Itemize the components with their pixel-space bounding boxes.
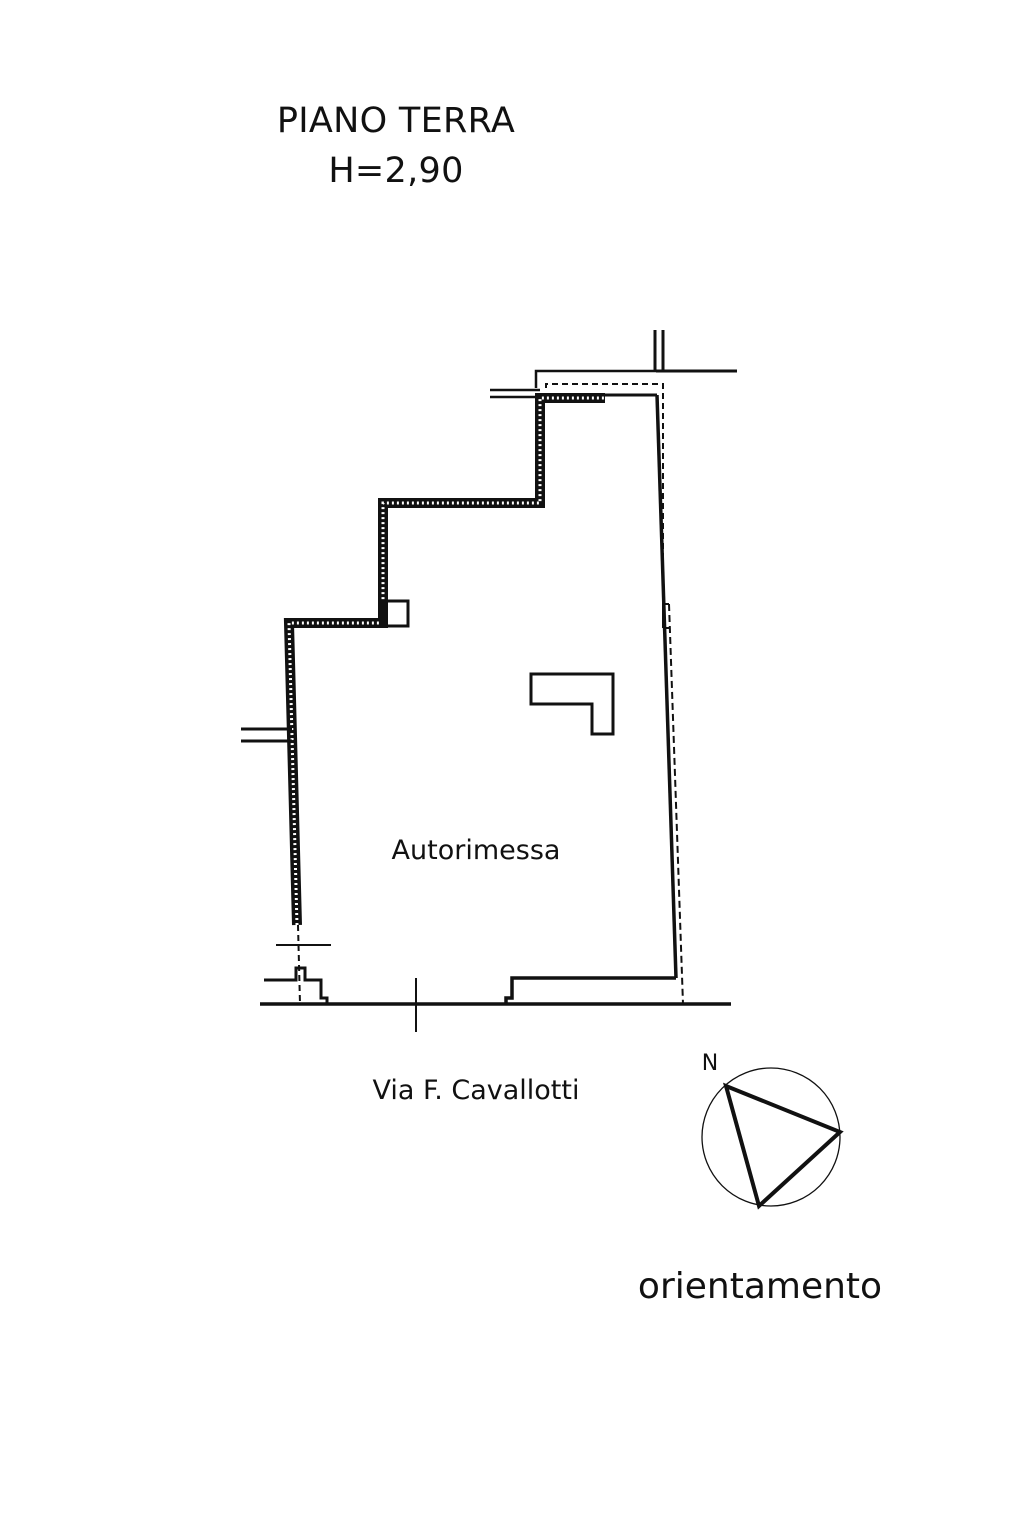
l-shaped-column <box>529 672 615 736</box>
compass-north-label: N <box>701 1051 719 1076</box>
pillar-square <box>381 599 410 628</box>
compass-caption: orientamento <box>637 1266 883 1307</box>
north-wall-stub <box>490 388 540 399</box>
west-wall-projection <box>276 924 331 1005</box>
room-label: Autorimessa <box>391 835 561 866</box>
title-block: PIANO TERRA H=2,90 <box>246 96 546 196</box>
south-wall-segment <box>504 976 676 1004</box>
west-wall-stub <box>241 727 292 743</box>
street-label: Via F. Cavallotti <box>372 1075 580 1106</box>
compass-triangle <box>722 1082 844 1210</box>
east-wall <box>655 394 684 1005</box>
ceiling-height: H=2,90 <box>328 151 464 191</box>
compass-circle <box>701 1067 841 1207</box>
north-wall <box>534 330 737 604</box>
compass <box>701 1067 844 1210</box>
floor-name: PIANO TERRA <box>276 101 516 141</box>
entrance-detail <box>264 966 329 1004</box>
